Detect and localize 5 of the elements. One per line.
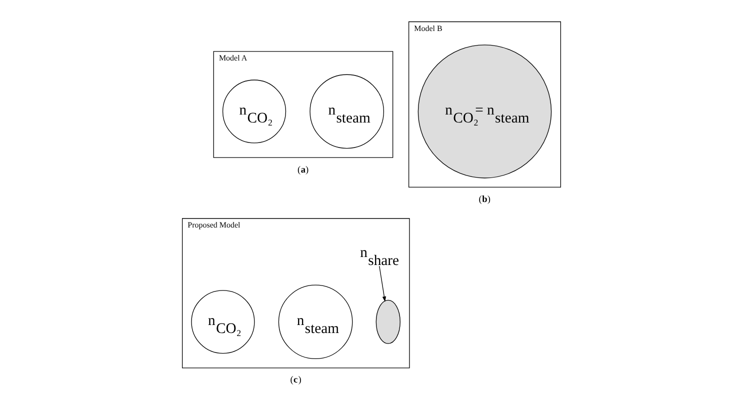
arrow (379, 266, 386, 302)
node-lens (376, 300, 400, 344)
node-label: (b) (478, 194, 491, 205)
node-label: (a) (298, 165, 309, 176)
node-label: (c) (290, 376, 302, 386)
